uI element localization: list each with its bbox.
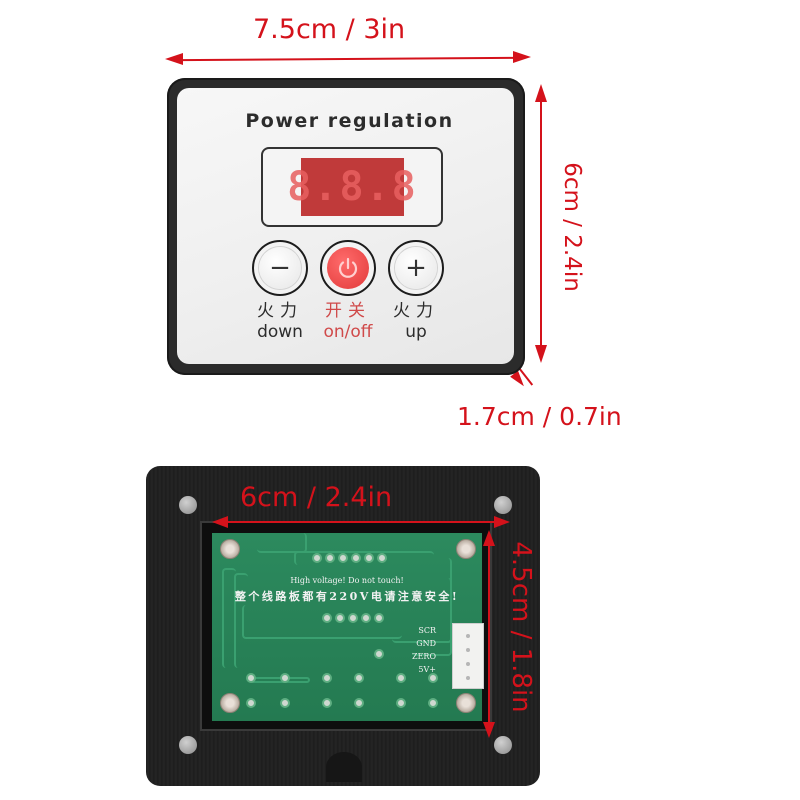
solder-pad: [312, 553, 322, 563]
solder-pad: [396, 673, 406, 683]
solder-pad: [374, 649, 384, 659]
pcb-trace: [234, 573, 248, 668]
solder-pad: [325, 553, 335, 563]
panel-title: Power regulation: [245, 110, 454, 132]
bottom-width-label: 6cm / 2.4in: [240, 482, 393, 513]
top-width-label: 7.5cm / 3in: [253, 14, 406, 45]
screw-icon: [220, 693, 240, 713]
front-panel: Power regulation 8.8.8 − + 火力 down 开关: [167, 78, 525, 375]
solder-pad: [322, 673, 332, 683]
screw-icon: [456, 539, 476, 559]
pcb-trace: [222, 568, 236, 668]
solder-pad: [361, 613, 371, 623]
solder-pad: [280, 673, 290, 683]
solder-pad: [338, 553, 348, 563]
arrow-right-icon: [494, 516, 510, 528]
arrow-left-icon: [212, 516, 228, 528]
power-toggle-button[interactable]: [320, 240, 376, 296]
arrow-up-icon: [535, 84, 547, 102]
top-height-line: [540, 98, 542, 348]
pcb-well: High voltage! Do not touch! 整个线路板都有220V电…: [200, 521, 492, 731]
front-face: Power regulation 8.8.8 − + 火力 down 开关: [177, 88, 514, 364]
solder-pad: [348, 613, 358, 623]
arrow-right-icon: [513, 51, 531, 63]
power-up-button[interactable]: +: [388, 240, 444, 296]
mount-hole-icon: [494, 736, 512, 754]
top-width-line: [179, 56, 516, 62]
pin-label-5v: 5V+: [418, 665, 436, 674]
mount-hole-icon: [494, 496, 512, 514]
pin-label-gnd: GND: [416, 639, 436, 648]
solder-pad: [351, 553, 361, 563]
led-display: 8.8.8: [287, 158, 416, 216]
solder-pad: [354, 673, 364, 683]
power-toggle-label-cn: 开关: [325, 301, 371, 321]
arrow-down-icon: [535, 345, 547, 363]
solder-pad: [377, 553, 387, 563]
bottom-height-line: [488, 540, 490, 726]
power-down-button[interactable]: −: [252, 240, 308, 296]
arrow-down-icon: [483, 722, 495, 738]
led-digits: 8.8.8: [287, 164, 418, 210]
solder-pad: [322, 613, 332, 623]
solder-pad: [280, 698, 290, 708]
top-height-label: 6cm / 2.4in: [559, 162, 585, 292]
pcb-trace: [257, 533, 307, 553]
bottom-notch: [326, 752, 362, 782]
solder-pad: [364, 553, 374, 563]
arrow-left-icon: [165, 53, 183, 65]
solder-pad: [354, 698, 364, 708]
mount-hole-icon: [179, 496, 197, 514]
bottom-height-label: 4.5cm / 1.8in: [506, 541, 536, 713]
pcb-board: High voltage! Do not touch! 整个线路板都有220V电…: [212, 533, 484, 721]
display-window: 8.8.8: [261, 147, 443, 227]
solder-pad: [428, 698, 438, 708]
power-toggle-label: 开关 on/off: [313, 301, 383, 343]
pcb-warning-cn: 整个线路板都有220V电请注意安全!: [234, 590, 460, 603]
screw-icon: [220, 539, 240, 559]
pin-connector: [452, 623, 484, 689]
solder-pad: [335, 613, 345, 623]
pcb-trace: [242, 605, 402, 639]
power-up-label-en: up: [405, 322, 427, 342]
solder-pad: [246, 698, 256, 708]
mount-hole-icon: [179, 736, 197, 754]
pcb-warning-en: High voltage! Do not touch!: [290, 576, 404, 585]
arrow-up-icon: [483, 530, 495, 546]
power-toggle-label-en: on/off: [323, 322, 373, 342]
power-up-label-cn: 火力: [393, 301, 439, 321]
power-down-label-en: down: [257, 322, 303, 342]
solder-pad: [322, 698, 332, 708]
power-down-label-cn: 火力: [257, 301, 303, 321]
solder-pad: [374, 613, 384, 623]
pin-label-scr: SCR: [418, 626, 436, 635]
solder-pad: [428, 673, 438, 683]
solder-pad: [396, 698, 406, 708]
solder-pad: [246, 673, 256, 683]
bottom-width-line: [222, 521, 500, 523]
back-frame: High voltage! Do not touch! 整个线路板都有220V电…: [146, 466, 540, 786]
power-up-label: 火力 up: [381, 301, 451, 343]
minus-icon: −: [259, 247, 301, 289]
screw-icon: [456, 693, 476, 713]
power-down-label: 火力 down: [245, 301, 315, 343]
pcb-trace: [294, 551, 434, 565]
pin-label-zero: ZERO: [412, 652, 436, 661]
power-icon: [327, 247, 369, 289]
plus-icon: +: [395, 247, 437, 289]
depth-label: 1.7cm / 0.7in: [457, 402, 622, 431]
pcb-trace: [412, 578, 452, 656]
